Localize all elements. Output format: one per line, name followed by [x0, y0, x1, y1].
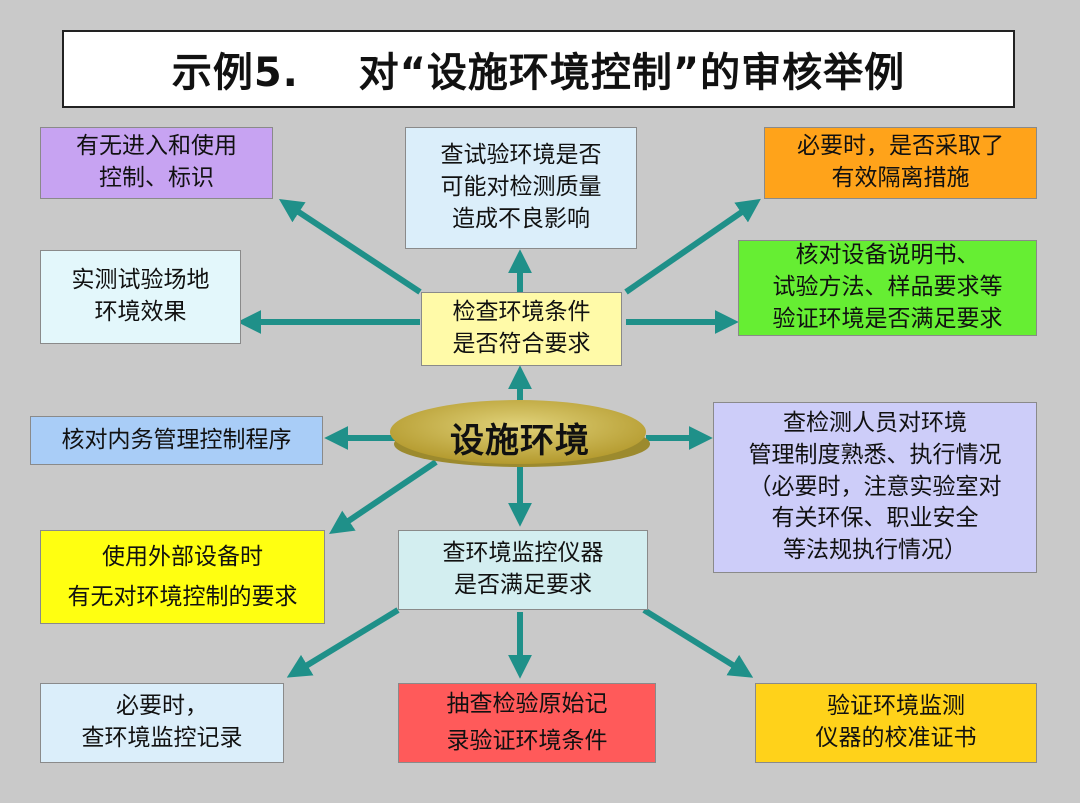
page-title: 示例5. 对“设施环境控制”的审核举例 — [171, 50, 906, 96]
center-ellipse — [390, 400, 646, 464]
box-mid-left-upper: 实测试验场地 环境效果 — [40, 250, 241, 344]
box-top-center: 查试验环境是否 可能对检测质量 造成不良影响 — [405, 127, 637, 249]
box-bottom-center: 抽查检验原始记 录验证环境条件 — [398, 683, 656, 763]
arrow-hub-lower-to-bottom-right — [642, 607, 754, 678]
arrow-hub-to-top-right — [624, 198, 761, 295]
center-label: 设施环境 — [450, 420, 590, 461]
title-box: 示例5. 对“设施环境控制”的审核举例 — [62, 30, 1015, 108]
arrow-hub-to-top-left — [278, 199, 422, 295]
hub-lower: 查环境监控仪器 是否满足要求 — [398, 530, 648, 610]
box-lower-left: 使用外部设备时 有无对环境控制的要求 — [40, 530, 325, 624]
box-mid-right: 查检测人员对环境 管理制度熟悉、执行情况 （必要时，注意实验室对 有关环保、职业… — [713, 402, 1037, 573]
arrow-center-to-lower-left — [329, 459, 438, 535]
box-bottom-right: 验证环境监测 仪器的校准证书 — [755, 683, 1037, 763]
box-top-right: 必要时，是否采取了 有效隔离措施 — [764, 127, 1037, 199]
box-bottom-left: 必要时， 查环境监控记录 — [40, 683, 284, 763]
arrow-hub-lower-to-bottom-left — [286, 607, 400, 678]
hub-upper: 检查环境条件 是否符合要求 — [421, 292, 622, 366]
box-mid-right-upper: 核对设备说明书、 试验方法、样品要求等 验证环境是否满足要求 — [738, 240, 1037, 336]
box-mid-left: 核对内务管理控制程序 — [30, 416, 323, 465]
box-top-left: 有无进入和使用 控制、标识 — [40, 127, 273, 199]
